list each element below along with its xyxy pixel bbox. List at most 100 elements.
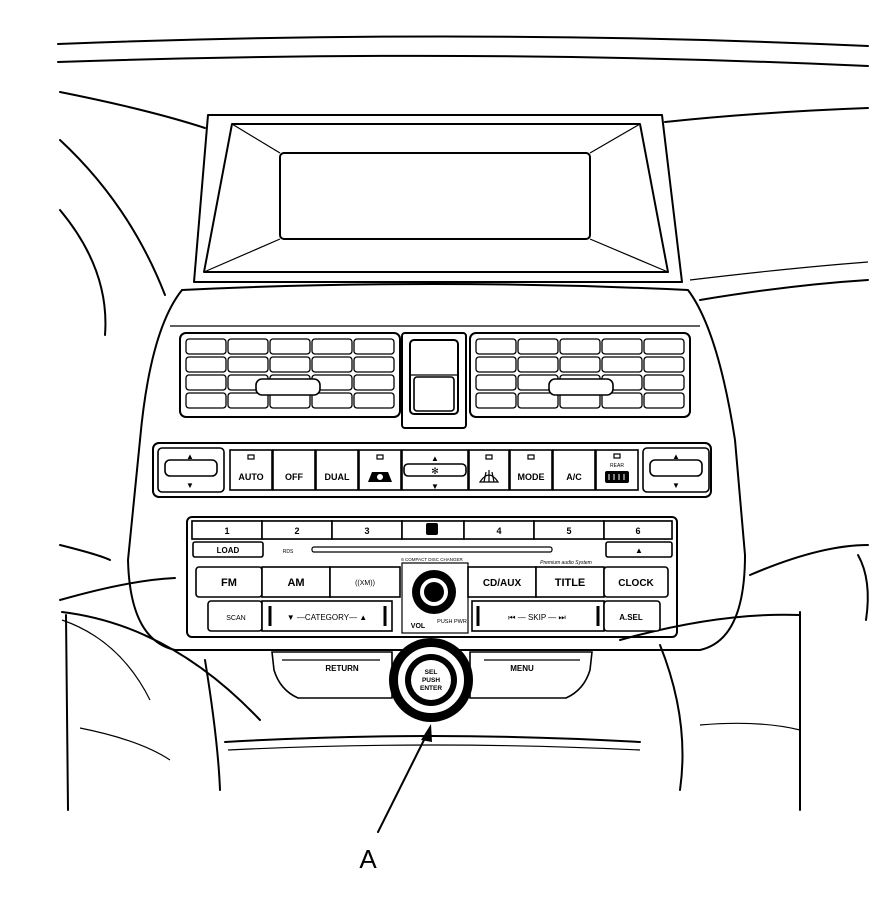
k3-label: ENTER	[420, 685, 442, 692]
fan-up-glyph: ▲	[431, 454, 439, 463]
auto-button[interactable]: AUTO	[229, 449, 273, 491]
ac-label: A/C	[566, 472, 582, 482]
cd-aux-button[interactable]: CD/AUX	[467, 566, 537, 598]
temp-down-glyph: ▼	[186, 481, 194, 490]
recirculation-button[interactable]	[358, 449, 402, 491]
front-defrost-icon	[478, 470, 500, 483]
auto-label: AUTO	[238, 472, 263, 482]
clock-label: CLOCK	[618, 578, 654, 589]
cat-label: ▼ —CATEGORY— ▲	[287, 613, 367, 622]
mode-label: MODE	[518, 472, 545, 482]
vent-slat	[643, 338, 685, 355]
ac-button[interactable]: A/C	[552, 449, 596, 491]
sel-push-enter-knob[interactable]: SEL PUSH ENTER	[389, 638, 473, 722]
vent-slat	[227, 356, 269, 373]
eject-button[interactable]: ▲	[605, 541, 673, 558]
vent-slat	[185, 392, 227, 409]
title-label: TITLE	[555, 577, 586, 589]
p5-label: 5	[566, 526, 571, 536]
preset-3-button[interactable]: 3	[331, 520, 403, 540]
vent-slat	[601, 392, 643, 409]
vent-slat	[559, 356, 601, 373]
volume-knob[interactable]	[401, 562, 469, 634]
temp-up-glyph: ▲	[186, 452, 194, 461]
rear-defrost-icon	[605, 471, 629, 483]
vent-slat	[643, 356, 685, 373]
vent-slat	[311, 356, 353, 373]
callout-a: A	[359, 724, 432, 874]
vent-slat	[601, 356, 643, 373]
p3-label: 3	[364, 526, 369, 536]
skip-rocker[interactable]: ⏮ — SKIP — ⏭	[471, 600, 605, 632]
off-button[interactable]: OFF	[272, 449, 316, 491]
am-label: AM	[287, 577, 304, 589]
display-screen	[279, 152, 591, 240]
callout-arrowhead	[421, 724, 432, 742]
menu-label: MENU	[510, 664, 534, 673]
category-rocker[interactable]: ▼ —CATEGORY— ▲	[261, 600, 393, 632]
passenger-temp-rocker[interactable]: ▲ ▼	[642, 447, 710, 493]
slot-caption: 6 COMPACT DISC CHANGER	[401, 557, 463, 562]
callout-leader-line	[377, 727, 431, 833]
rds-indicator: RDS	[283, 549, 294, 555]
dashboard-outline	[57, 35, 869, 811]
skip-label: ⏮ — SKIP — ⏭	[508, 613, 565, 622]
p6-label: 6	[635, 526, 640, 536]
preset-2-button[interactable]: 2	[261, 520, 333, 540]
driver-temp-rocker[interactable]: ▲ ▼	[157, 447, 225, 493]
preset-4-button[interactable]: 4	[463, 520, 535, 540]
vent-slat	[353, 338, 395, 355]
vent-slat	[475, 338, 517, 355]
vent-slat	[475, 392, 517, 409]
k2-label: PUSH	[422, 677, 440, 684]
p2-label: 2	[294, 526, 299, 536]
dual-label: DUAL	[325, 472, 350, 482]
dual-button[interactable]: DUAL	[315, 449, 359, 491]
cdaux-label: CD/AUX	[483, 578, 522, 589]
preset-1-button[interactable]: 1	[191, 520, 263, 540]
vent-slat	[353, 356, 395, 373]
xm-button[interactable]: ((XM))	[329, 566, 401, 598]
vent-slat	[227, 392, 269, 409]
mode-button[interactable]: MODE	[509, 449, 553, 491]
clock-button[interactable]: CLOCK	[603, 566, 669, 598]
off-label: OFF	[285, 472, 303, 482]
vent-slat	[185, 356, 227, 373]
vent-slat	[353, 392, 395, 409]
preset-6-button[interactable]: 6	[603, 520, 673, 540]
title-button[interactable]: TITLE	[535, 566, 605, 598]
preset-5-button[interactable]: 5	[533, 520, 605, 540]
eject-icon: ▲	[635, 546, 643, 555]
rear-defrost-button[interactable]: REAR	[595, 449, 639, 491]
vent-slat	[185, 374, 227, 391]
vent-slat	[517, 338, 559, 355]
vent-slat	[643, 392, 685, 409]
menu-button[interactable]: MENU	[469, 651, 593, 699]
vent-tab[interactable]	[255, 378, 321, 396]
asel-button[interactable]: A.SEL	[603, 600, 661, 632]
front-defrost-button[interactable]	[468, 449, 510, 491]
fm-button[interactable]: FM	[195, 566, 263, 598]
disc-slot	[311, 546, 553, 553]
fan-speed-rocker[interactable]: ▲ ✻ ▼	[401, 449, 469, 491]
load-button[interactable]: LOAD	[192, 541, 264, 558]
push-pwr-label: PUSH PWR	[437, 619, 467, 625]
fm-label: FM	[221, 577, 237, 589]
vent-slat	[559, 338, 601, 355]
right-air-vent	[469, 332, 691, 418]
am-button[interactable]: AM	[261, 566, 331, 598]
vent-tab[interactable]	[548, 378, 614, 396]
scan-button[interactable]: SCAN	[207, 600, 263, 632]
vent-slat	[517, 392, 559, 409]
hazard-button[interactable]	[413, 376, 455, 412]
climate-control-row: ▲ ▼ ▲ ▼ AUTO OFF DUAL	[152, 442, 712, 498]
vent-slat	[475, 374, 517, 391]
preset-row: 1 2 3 4 5 6	[191, 520, 673, 540]
rear-label: REAR	[610, 463, 624, 469]
vent-slat	[311, 338, 353, 355]
vent-slat	[269, 338, 311, 355]
k1-label: SEL	[425, 669, 438, 676]
fan-icon: ✻	[431, 466, 439, 476]
return-button[interactable]: RETURN	[271, 651, 393, 699]
